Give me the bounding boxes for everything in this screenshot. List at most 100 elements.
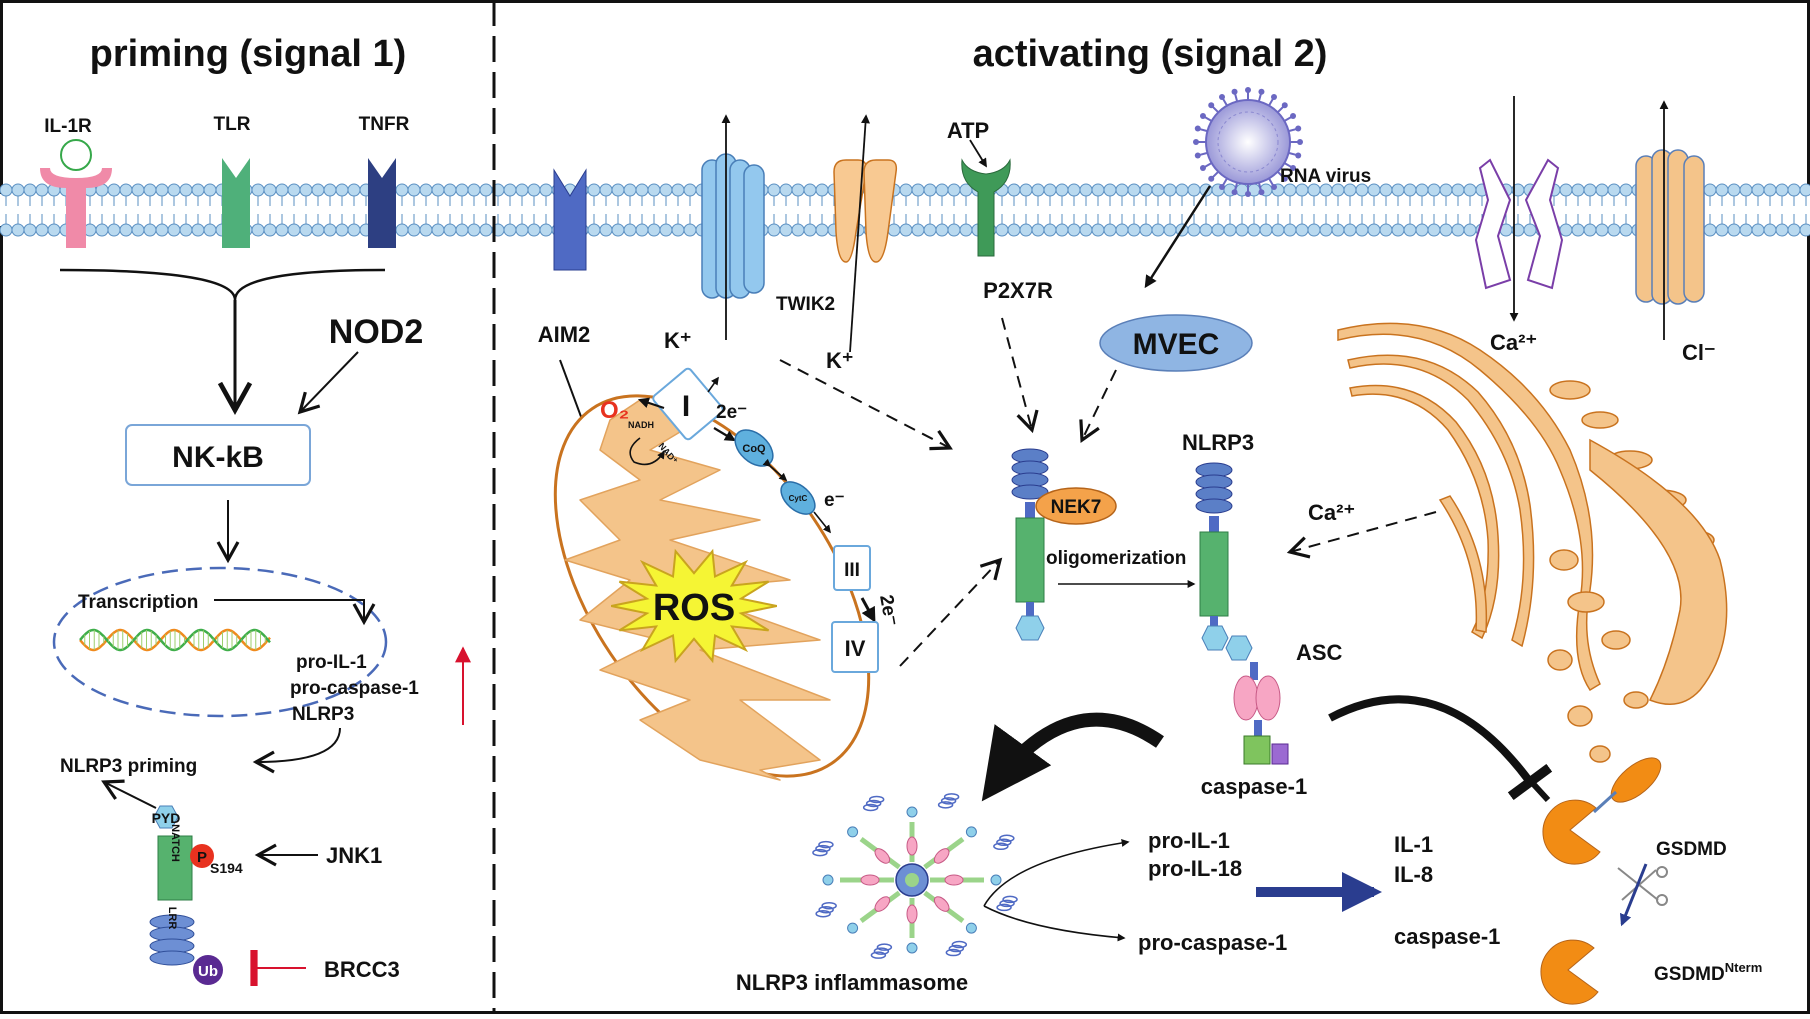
pro-il18-label: pro-IL-18 <box>1148 856 1242 881</box>
caspase-to-inflammasome-arrow <box>981 712 1164 802</box>
nod2-label: NOD2 <box>329 313 423 351</box>
nlrp3-label: NLRP3 <box>1182 430 1254 455</box>
phospho-site-icon <box>190 844 214 868</box>
brcc3-label: BRCC3 <box>324 957 400 982</box>
p2x7r-icon <box>961 158 1011 257</box>
atp-arrow <box>969 139 987 168</box>
lrr-label: LRR <box>166 907 178 930</box>
pyd-domain <box>153 805 179 829</box>
nek7-node <box>1035 487 1117 525</box>
o2-arrow <box>637 397 665 410</box>
gsdmd-nterm-label: GSDMDNterm <box>1654 960 1762 985</box>
e-arrow-3 <box>860 597 876 623</box>
k-channel-icon <box>701 153 765 299</box>
twik2-label: TWIK2 <box>776 294 835 315</box>
mito-to-nlrp3-arrow <box>899 557 1003 667</box>
aim2-icon <box>553 168 587 271</box>
asc-label: ASC <box>1296 640 1343 665</box>
inflammasome-label: NLRP3 inflammasome <box>736 970 968 995</box>
gsdmd-nterm-sup: Nterm <box>1725 960 1763 975</box>
gsdmd-nterm-base: GSDMD <box>1654 964 1725 985</box>
natch-label: NATCH <box>169 824 181 862</box>
complex-i-label: I <box>682 390 690 423</box>
virus-to-mvec-arrow <box>1144 185 1212 289</box>
product-nlrp3: NLRP3 <box>292 704 354 725</box>
mvec-to-nlrp3-arrow <box>1079 369 1117 443</box>
to-pro-casp-arrow <box>983 905 1126 942</box>
nod2-to-nfkb-arrow <box>297 351 359 415</box>
nlrp3-inflammasome-icon <box>812 793 1018 959</box>
nlrp3-priming-label: NLRP3 priming <box>60 756 197 777</box>
jnk1-label: JNK1 <box>326 843 382 868</box>
rna-virus-icon <box>1193 87 1303 197</box>
ca-channel-icon <box>1474 158 1564 290</box>
cl-ion: Cl⁻ <box>1682 340 1716 365</box>
p2x7r-to-nlrp3-arrow <box>1001 317 1039 434</box>
e-label-2: e⁻ <box>824 490 845 511</box>
product-pro-caspase1: pro-caspase-1 <box>290 678 419 699</box>
gsdmd-icon <box>1542 757 1662 865</box>
casp1-out-label: caspase-1 <box>1394 924 1500 949</box>
coq-cyt-arrow <box>762 458 788 482</box>
coq-label: CoQ <box>742 443 766 455</box>
s194-label: S194 <box>210 860 243 876</box>
transcription-label: Transcription <box>78 592 198 613</box>
e-arrow-2 <box>813 511 831 534</box>
complex-iv <box>831 621 879 673</box>
nfkb-box <box>125 424 311 486</box>
k-efflux-arrow-right <box>849 114 871 353</box>
endoplasmic-reticulum <box>1337 322 1728 763</box>
complex-iii <box>833 545 871 591</box>
mvec-label: MVEC <box>1133 328 1220 361</box>
il8-label: IL-8 <box>1394 862 1433 887</box>
pyd-label: PYD <box>152 810 181 826</box>
caspase-to-gsdmd-arrow <box>1328 695 1553 801</box>
ubiquitin-icon <box>193 955 223 985</box>
gsdmd-nterm-icon <box>1540 939 1599 1005</box>
transcription-arrow <box>214 599 376 626</box>
nek7-label: NEK7 <box>1051 497 1102 518</box>
priming-title: priming (signal 1) <box>90 33 407 75</box>
pro-il1-label: pro-IL-1 <box>1148 828 1230 853</box>
gsdmd-bar <box>1523 773 1551 803</box>
structure-to-priming-arrow <box>101 779 157 809</box>
e-label-1: 2e⁻ <box>716 402 747 423</box>
nadh-cycle-arrow <box>629 437 665 466</box>
cleavage-arrow <box>1619 863 1648 927</box>
products-to-priming-arrow <box>252 727 341 774</box>
k-to-nlrp3-arrow <box>779 359 953 451</box>
ca-ion-er: Ca²⁺ <box>1308 500 1355 525</box>
to-pro-il-arrow <box>983 839 1130 907</box>
o2-label: O₂ <box>600 397 629 424</box>
twik2-channel-icon <box>833 159 898 263</box>
activating-title: activating (signal 2) <box>973 33 1328 75</box>
e-arrow-1 <box>713 427 736 442</box>
mitochondrial-cristae <box>564 399 831 781</box>
il1-ligand-icon <box>60 139 92 171</box>
pro-casp1-label: pro-caspase-1 <box>1138 930 1287 955</box>
cl-channel-icon <box>1635 149 1705 305</box>
nucleus <box>52 566 388 718</box>
tnfr-icon <box>368 158 396 248</box>
tlr-label: TLR <box>214 114 251 135</box>
p2x7r-label: P2X7R <box>983 278 1053 303</box>
mvec-node <box>1099 314 1253 372</box>
cytc-label: CytC <box>789 494 808 503</box>
complex-i <box>652 367 724 441</box>
k-ion-right: K⁺ <box>826 348 854 373</box>
nadh-label: NADH <box>628 420 654 430</box>
k-ion-left: K⁺ <box>664 328 692 353</box>
nlrp3-asc-complex <box>1195 462 1289 765</box>
natch-domain <box>157 835 193 901</box>
ros-burst-icon <box>610 548 778 664</box>
il1r-icon <box>40 168 112 248</box>
ros-label: ROS <box>653 587 735 629</box>
ub-label: Ub <box>198 963 218 980</box>
complex-i-exit-arrow <box>707 376 719 393</box>
dna-icon <box>79 628 271 652</box>
atp-label: ATP <box>947 118 989 143</box>
gsdmd-label: GSDMD <box>1656 839 1727 860</box>
